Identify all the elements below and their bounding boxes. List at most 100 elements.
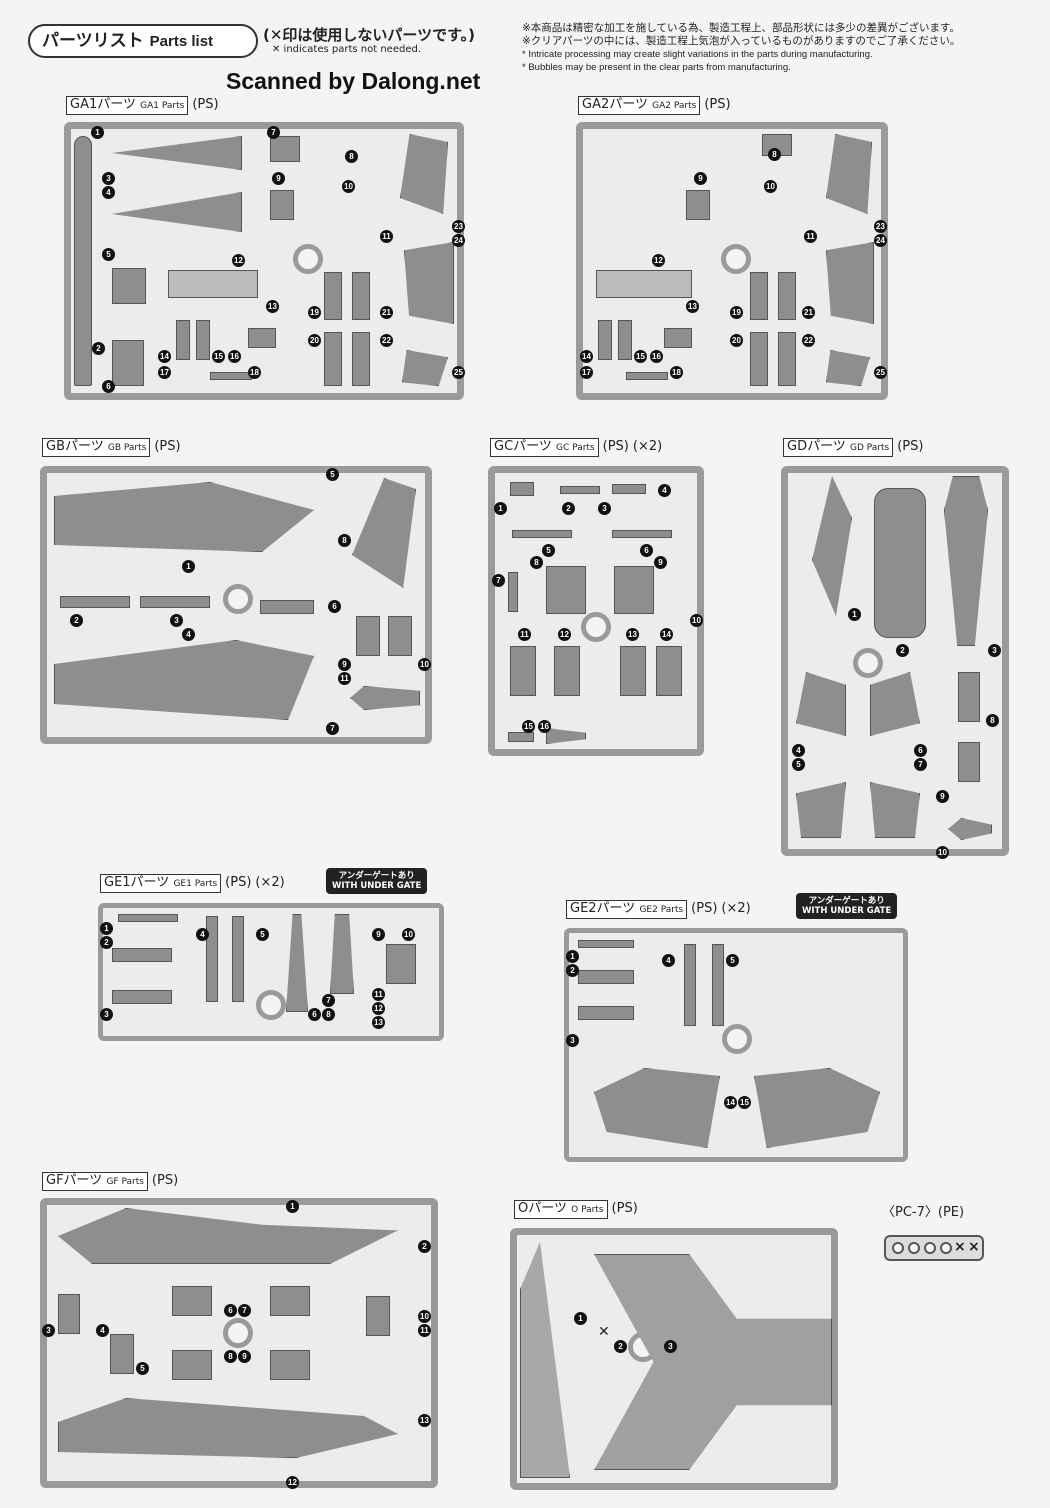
part-shape	[386, 944, 416, 984]
runner-en: GB Parts	[107, 443, 147, 453]
part-shape	[366, 1296, 390, 1336]
runner-label-o: Oパーツ O Parts(PS)	[514, 1200, 638, 1219]
part-number: 13	[372, 1016, 385, 1029]
runner-material: (PS)	[192, 97, 219, 112]
part-number: 1	[182, 560, 195, 573]
part-number: 1	[286, 1200, 299, 1213]
part-number: 10	[418, 658, 431, 671]
part-number: 3	[988, 644, 1001, 657]
part-number: 10	[402, 928, 415, 941]
unused-x-mark: ✕	[598, 1324, 610, 1340]
runner-quantity: (×2)	[632, 439, 663, 454]
part-number: 22	[380, 334, 393, 347]
part-shape	[560, 486, 600, 494]
part-shape	[712, 944, 724, 1026]
part-shape	[554, 646, 580, 696]
runner-jp: GE2パーツ	[570, 901, 636, 916]
part-number: 23	[874, 220, 887, 233]
part-number: 14	[660, 628, 673, 641]
part-shape	[210, 372, 252, 380]
runner-label-ge1: GE1パーツ GE1 Parts(PS)(×2)	[100, 874, 285, 893]
part-shape	[958, 672, 980, 722]
part-number: 20	[308, 334, 321, 347]
part-shape	[270, 190, 294, 220]
part-number: 3	[100, 1008, 113, 1021]
part-number: 12	[372, 1002, 385, 1015]
part-shape	[270, 1286, 310, 1316]
runner-label-gc: GCパーツ GC Parts(PS)(×2)	[490, 438, 662, 457]
part-number: 11	[372, 988, 385, 1001]
runner-jp: GE1パーツ	[104, 875, 170, 890]
part-shape	[58, 1294, 80, 1334]
part-shape	[508, 572, 518, 612]
runner-hub	[293, 244, 323, 274]
part-shape	[196, 320, 210, 360]
part-shape	[172, 1286, 212, 1316]
part-shape	[270, 1350, 310, 1380]
runner-en: GC Parts	[556, 443, 595, 453]
part-number: 7	[238, 1304, 251, 1317]
part-number: 7	[492, 574, 505, 587]
part-shape	[324, 332, 342, 386]
part-shape	[60, 596, 130, 608]
part-number: 1	[100, 922, 113, 935]
part-number: 12	[286, 1476, 299, 1489]
part-number: 16	[650, 350, 663, 363]
part-number: 10	[342, 180, 355, 193]
part-shape	[510, 646, 536, 696]
runner-label-ga1: GA1パーツ GA1 Parts(PS)	[66, 96, 219, 115]
part-shape	[612, 484, 646, 494]
badge-en: WITH UNDER GATE	[802, 906, 892, 916]
part-shape	[352, 332, 370, 386]
runner-frame-gc	[488, 466, 704, 756]
part-shape	[206, 916, 218, 1002]
part-number: 1	[566, 950, 579, 963]
runner-en: GA2 Parts	[652, 101, 697, 111]
runner-en: GE1 Parts	[173, 879, 218, 889]
part-number: 1	[848, 608, 861, 621]
part-shape	[596, 270, 692, 298]
part-number: 21	[380, 306, 393, 319]
part-shape	[356, 616, 380, 656]
part-shape	[112, 268, 146, 304]
part-shape	[118, 914, 178, 922]
runner-hub	[722, 1024, 752, 1054]
under-gate-badge: アンダーゲートあり WITH UNDER GATE	[326, 868, 428, 894]
part-shape	[508, 732, 534, 742]
runner-hub	[581, 612, 611, 642]
part-number: 5	[256, 928, 269, 941]
caution-line: * Intricate processing may create slight…	[522, 49, 873, 60]
runner-material: (PS)	[611, 1201, 638, 1216]
part-number: 3	[664, 1340, 677, 1353]
part-number: 11	[518, 628, 531, 641]
part-shape	[874, 488, 926, 638]
part-shape	[140, 596, 210, 608]
part-shape	[176, 320, 190, 360]
part-number: 1	[574, 1312, 587, 1325]
part-number: 7	[267, 126, 280, 139]
part-number: 2	[566, 964, 579, 977]
part-number: 11	[380, 230, 393, 243]
part-number: 4	[662, 954, 675, 967]
runner-hub	[223, 584, 253, 614]
part-number: 21	[802, 306, 815, 319]
part-shape	[546, 566, 586, 614]
runner-hub	[853, 648, 883, 678]
part-number: 6	[914, 744, 927, 757]
part-number: 6	[308, 1008, 321, 1021]
badge-en: WITH UNDER GATE	[332, 881, 422, 891]
part-number: 4	[182, 628, 195, 641]
title-jp: パーツリスト	[42, 31, 144, 50]
runner-hub	[256, 990, 286, 1020]
runner-en: O Parts	[571, 1205, 604, 1215]
runner-en: GD Parts	[849, 443, 890, 453]
runner-label-gb: GBパーツ GB Parts(PS)	[42, 438, 181, 457]
polycap	[924, 1242, 936, 1254]
part-number: 17	[158, 366, 171, 379]
part-number: 14	[580, 350, 593, 363]
part-number: 10	[418, 1310, 431, 1323]
runner-en: GF Parts	[106, 1177, 144, 1187]
part-shape	[826, 350, 870, 386]
caution-notes: ※本商品は精密な加工を施している為、製造工程上、部品形状には多少の差異がございま…	[522, 22, 1042, 74]
part-number: 9	[654, 556, 667, 569]
